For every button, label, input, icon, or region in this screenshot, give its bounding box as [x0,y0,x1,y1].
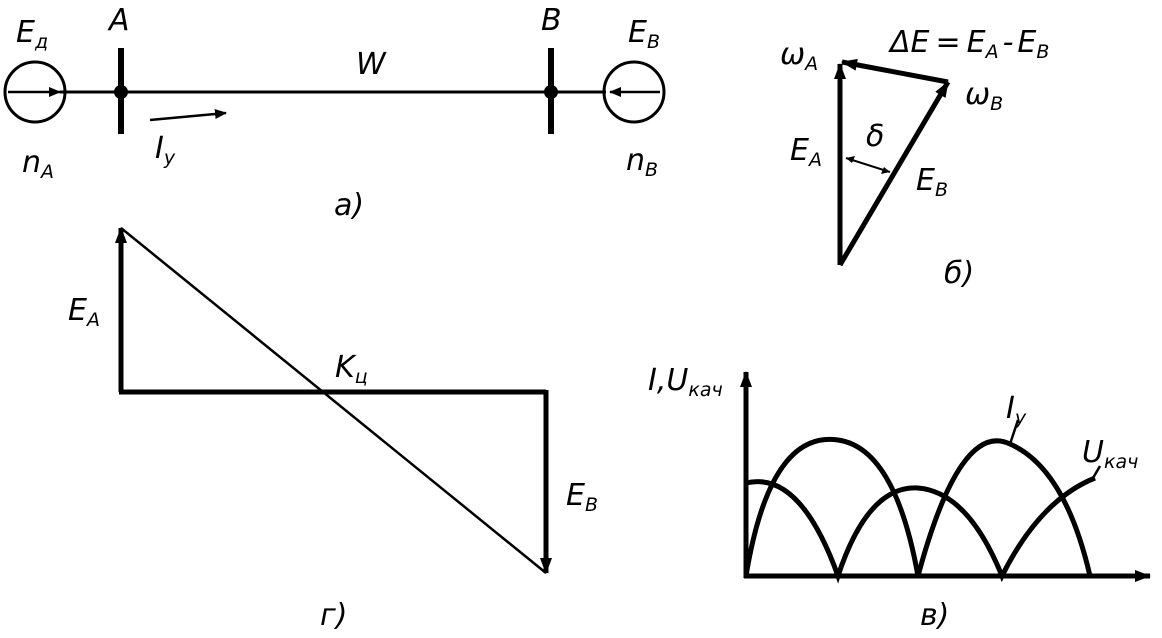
curve-u-label: Uкач [1082,435,1138,473]
vector-eb [837,80,951,267]
y-axis-label: I,Uкач [648,363,723,401]
bus-a-label: A [107,3,130,38]
bus-a-node [114,85,128,99]
curve-u-leader [1091,465,1102,479]
current-arrow [149,109,227,122]
current-label: Iу [155,131,176,169]
diagram-g: EA Kц EB г) [68,227,598,633]
curve-i-leader [1008,419,1020,445]
eb-emf-label: EB [566,478,598,516]
caption-g: г) [320,598,347,633]
speed-right-label: nB [626,143,658,181]
bus-b-label: B [541,3,562,38]
caption-v: в) [920,598,949,633]
ea-emf-label: EA [68,293,100,331]
angle-arrowheads [846,156,890,174]
caption-a: а) [334,188,364,223]
eb-vector-label: EB [916,163,948,201]
curve-i-swing [743,436,1093,577]
angle-label: δ [866,119,884,154]
diagram-a: Eд A W B EB Iу nA nB а) [3,3,666,223]
vector-delta-e [841,58,949,85]
line-label: W [356,47,387,82]
omega-a-label: ωA [780,37,818,75]
omega-b-label: ωB [965,77,1003,115]
diagram-b: ΔE=EA-EB ωA ωB EA δ EB б) [780,25,1049,291]
voltage-line [120,227,547,574]
curve-u-swing [745,475,1096,584]
ea-vector-label: EA [790,133,822,171]
angle-delta-arc [845,157,891,173]
curve-i-label: Iу [1006,391,1027,429]
bus-b-node [544,85,558,99]
speed-left-label: nA [22,145,54,183]
center-label: Kц [335,350,368,388]
diagram-v: I,Uкач Iу Uкач в) [648,363,1151,633]
caption-b: б) [944,256,974,291]
equation: ΔE=EA-EB [888,25,1049,63]
source-right-circle [602,60,666,124]
source-right-label: EB [628,15,660,53]
source-left-label: Eд [16,15,48,53]
